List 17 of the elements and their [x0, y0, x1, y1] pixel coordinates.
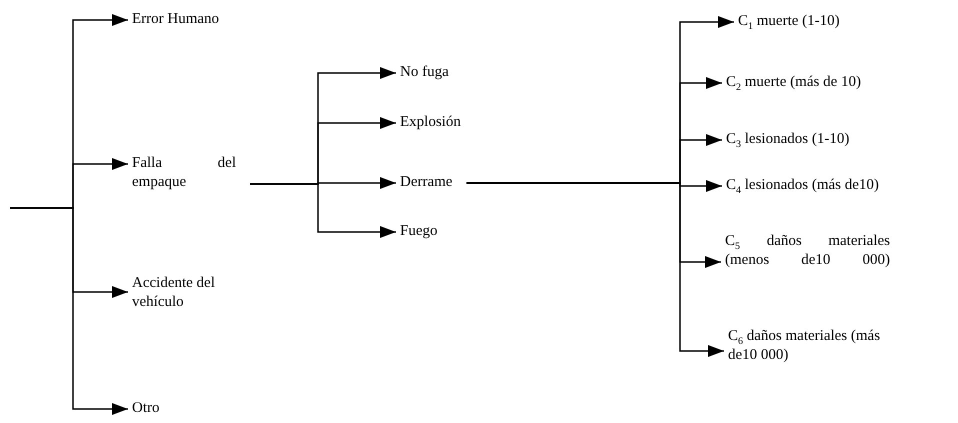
node-label: Accidente del vehículo — [132, 274, 216, 312]
node-label: C$_{4}$ lesionados (más de10) — [726, 176, 880, 195]
node-label: Fuego — [400, 222, 438, 241]
node-label: C$_{5}$ daños materiales (menos de10 000) — [725, 232, 890, 270]
node-label: C$_{6}$ daños materiales (más de10 000) — [728, 327, 882, 365]
node-label: C$_{3}$ lesionados (1-10) — [726, 130, 850, 149]
node-label: Explosión — [400, 113, 462, 132]
node-label: C$_{1}$ muerte (1-10) — [738, 12, 841, 31]
arrow — [250, 183, 396, 238]
node-label: Falla del empaque — [132, 154, 236, 192]
node-label: Otro — [132, 399, 160, 418]
arrow — [466, 182, 724, 357]
node-label: Error Humano — [132, 10, 220, 29]
node-label: No fuga — [400, 63, 450, 82]
node-label: C$_{2}$ muerte (más de 10) — [726, 73, 862, 92]
node-label: Derrame — [400, 173, 454, 192]
arrow — [10, 207, 128, 415]
